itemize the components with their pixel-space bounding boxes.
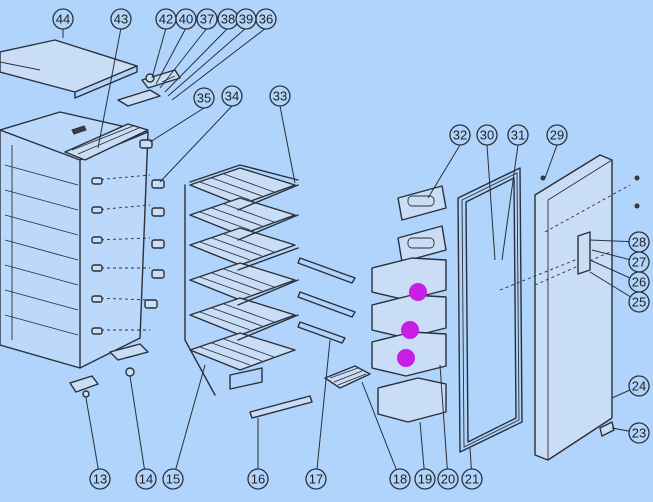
callout-37: 37 xyxy=(196,8,218,30)
svg-text:13: 13 xyxy=(93,472,107,487)
svg-text:43: 43 xyxy=(114,12,128,27)
callout-35: 35 xyxy=(193,87,215,109)
top-cover xyxy=(0,39,138,99)
door-gasket xyxy=(457,167,523,453)
svg-text:31: 31 xyxy=(511,128,525,143)
svg-text:33: 33 xyxy=(273,89,287,104)
callout-24: 24 xyxy=(628,375,650,397)
callout-44: 44 xyxy=(52,8,74,30)
cabinet-body xyxy=(0,111,151,369)
callout-27: 27 xyxy=(628,251,650,273)
callout-28: 28 xyxy=(628,231,650,253)
door-bin-marker-2[interactable] xyxy=(401,321,419,339)
svg-text:42: 42 xyxy=(159,12,173,27)
svg-text:30: 30 xyxy=(480,128,494,143)
door-bin-marker-3[interactable] xyxy=(397,349,415,367)
svg-text:21: 21 xyxy=(465,472,479,487)
callout-36: 36 xyxy=(255,8,277,30)
control-panel-strip xyxy=(64,123,149,161)
svg-text:17: 17 xyxy=(309,472,323,487)
callout-33: 33 xyxy=(269,85,291,107)
svg-text:38: 38 xyxy=(221,12,235,27)
callout-29: 29 xyxy=(546,124,568,146)
svg-text:32: 32 xyxy=(453,128,467,143)
freezer-door xyxy=(499,154,640,461)
callout-13: 13 xyxy=(89,468,111,490)
shelf-rails xyxy=(297,257,356,344)
callout-38: 38 xyxy=(217,8,239,30)
svg-text:34: 34 xyxy=(225,89,239,104)
callout-14: 14 xyxy=(135,468,157,490)
svg-text:35: 35 xyxy=(197,91,211,106)
svg-text:16: 16 xyxy=(251,472,265,487)
door-bin-stack xyxy=(371,185,447,423)
callout-19: 19 xyxy=(414,468,436,490)
door-bin-marker-1[interactable] xyxy=(409,283,427,301)
svg-text:25: 25 xyxy=(632,295,646,310)
ice-tray xyxy=(324,365,371,389)
callout-16: 16 xyxy=(247,468,269,490)
svg-text:15: 15 xyxy=(166,472,180,487)
svg-text:28: 28 xyxy=(632,235,646,250)
svg-text:24: 24 xyxy=(632,379,646,394)
callout-18: 18 xyxy=(389,468,411,490)
shelf-clips xyxy=(139,139,165,309)
svg-text:18: 18 xyxy=(393,472,407,487)
wire-shelf-rack xyxy=(184,164,299,396)
svg-text:44: 44 xyxy=(56,12,70,27)
callout-42: 42 xyxy=(155,8,177,30)
callout-40: 40 xyxy=(175,8,197,30)
callout-15: 15 xyxy=(162,468,184,490)
svg-text:23: 23 xyxy=(632,426,646,441)
svg-text:29: 29 xyxy=(550,128,564,143)
callout-30: 30 xyxy=(476,124,498,146)
callout-20: 20 xyxy=(437,468,459,490)
callout-21: 21 xyxy=(461,468,483,490)
svg-text:19: 19 xyxy=(418,472,432,487)
callout-43: 43 xyxy=(110,8,132,30)
svg-text:40: 40 xyxy=(179,12,193,27)
callout-26: 26 xyxy=(628,271,650,293)
svg-text:39: 39 xyxy=(239,12,253,27)
svg-text:37: 37 xyxy=(200,12,214,27)
callout-25: 25 xyxy=(628,291,650,313)
callout-17: 17 xyxy=(305,468,327,490)
callout-39: 39 xyxy=(235,8,257,30)
svg-text:26: 26 xyxy=(632,275,646,290)
bottom-brackets xyxy=(69,343,313,419)
callout-32: 32 xyxy=(449,124,471,146)
svg-text:20: 20 xyxy=(441,472,455,487)
svg-text:27: 27 xyxy=(632,255,646,270)
callout-31: 31 xyxy=(507,124,529,146)
svg-text:36: 36 xyxy=(259,12,273,27)
svg-text:14: 14 xyxy=(139,472,153,487)
callout-34: 34 xyxy=(221,85,243,107)
callout-23: 23 xyxy=(628,422,650,444)
callouts: 44 43 42 40 37 38 39 36 35 34 33 32 30 3… xyxy=(52,8,650,490)
